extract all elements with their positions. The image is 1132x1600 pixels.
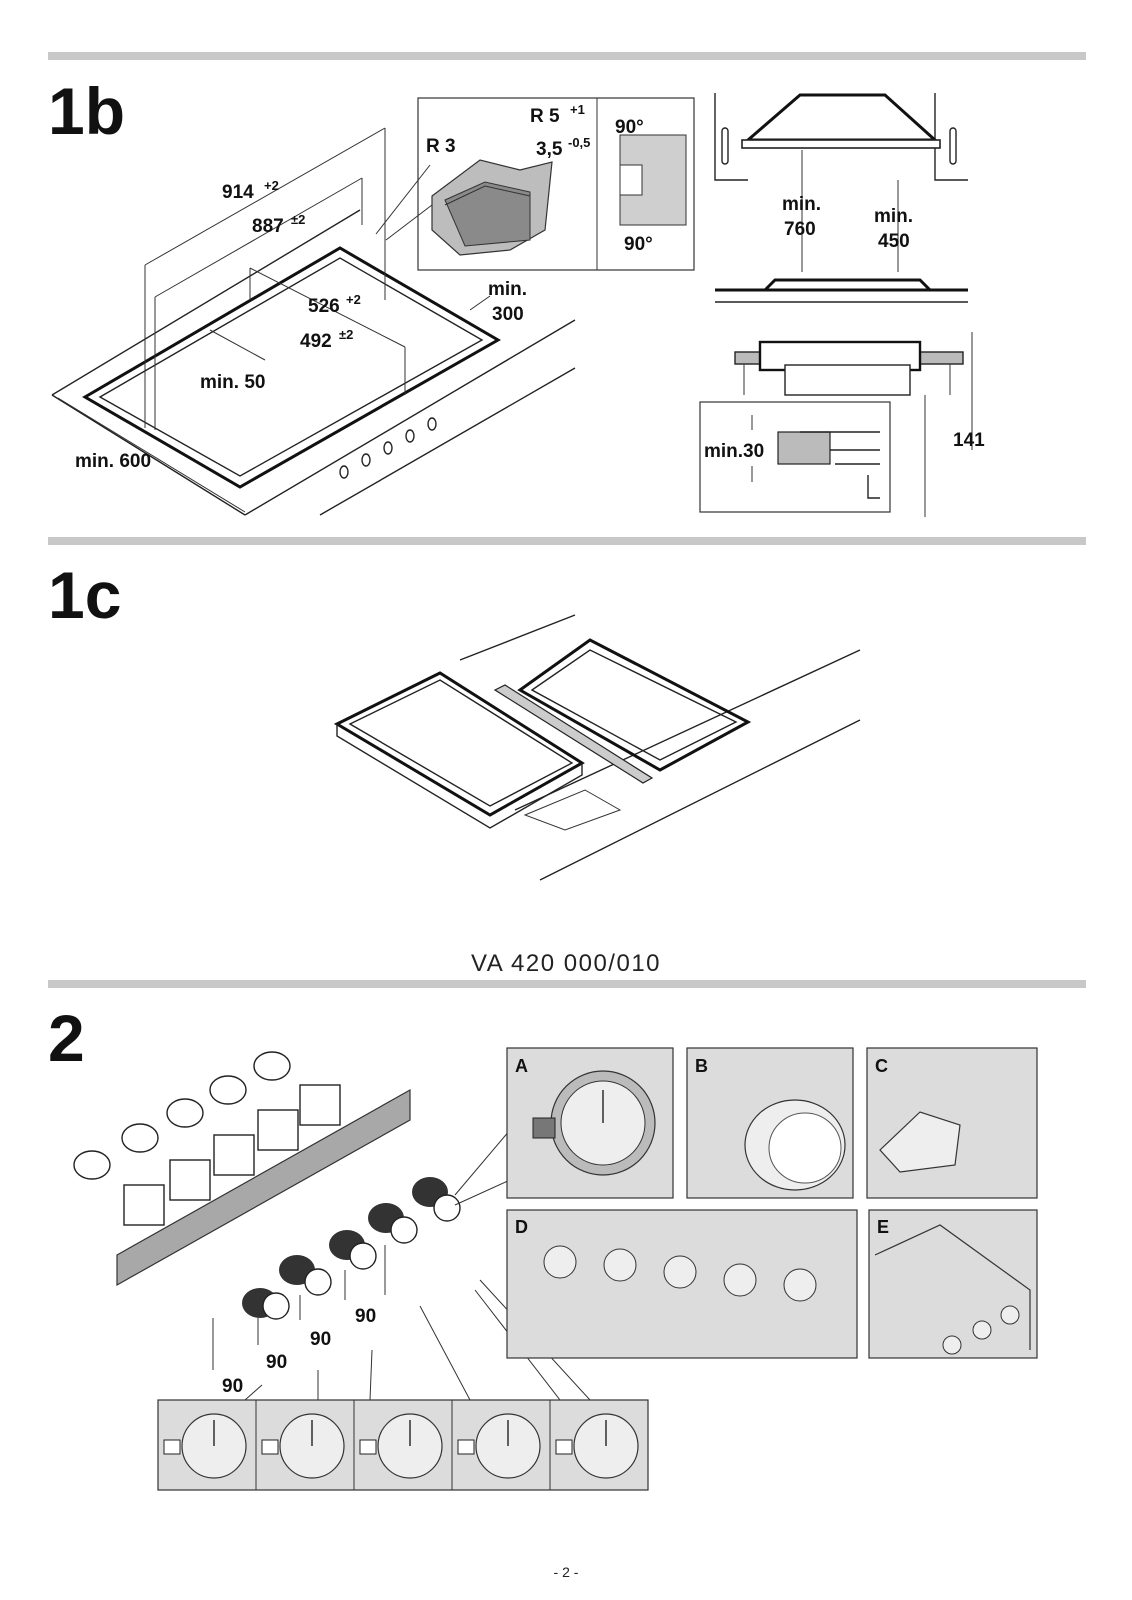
connecting-strip-drawing (333, 614, 861, 881)
panel-label-e: E (877, 1217, 889, 1237)
dim-min-300-a: min. (488, 279, 527, 300)
dim-887: 887 (252, 216, 284, 237)
section-divider-1c (48, 537, 1086, 545)
detail-panel-a (506, 1047, 674, 1199)
angle-90-4: 90 (355, 1306, 376, 1327)
dim-r5-tol: +1 (570, 102, 585, 117)
dim-914: 914 (222, 182, 254, 203)
dim-min-450-a: min. (874, 206, 913, 227)
dim-min-760-b: 760 (784, 219, 816, 240)
section-divider-1b (48, 52, 1086, 60)
angle-top: 90° (615, 117, 644, 138)
dim-min-600: min. 600 (75, 451, 151, 472)
dim-r5: R 5 (530, 106, 560, 127)
section-heading-1b: 1b (48, 74, 126, 148)
dim-min-30: min.30 (704, 441, 764, 462)
dim-526: 526 (308, 296, 340, 317)
dim-141: 141 (953, 430, 985, 451)
dim-492-tol: ±2 (339, 327, 353, 342)
dim-887-tol: ±2 (291, 212, 305, 227)
control-knob-row (339, 417, 437, 479)
dim-r3: R 3 (426, 136, 456, 157)
dial-orientation-row (157, 1399, 649, 1491)
dim-min-50: min. 50 (200, 372, 265, 393)
panel-label-d: D (515, 1217, 528, 1237)
angle-90-3: 90 (310, 1329, 331, 1350)
worktop-cross-section (699, 332, 973, 517)
section-heading-1c: 1c (48, 558, 122, 632)
page-number: - 2 - (553, 1564, 579, 1580)
dim-492: 492 (300, 331, 332, 352)
dim-min-450-b: 450 (878, 231, 910, 252)
angle-bottom: 90° (624, 234, 653, 255)
section-divider-2 (48, 980, 1086, 988)
mount-plates (123, 1084, 341, 1226)
dim-3-5-tol: -0,5 (568, 135, 590, 150)
dim-min-760-a: min. (782, 194, 821, 215)
knob-spindles (242, 1177, 461, 1320)
dim-914-tol: +2 (264, 178, 279, 193)
panel-label-b: B (695, 1056, 708, 1076)
detail-panel-b (686, 1047, 854, 1199)
section-heading-2: 2 (48, 1001, 85, 1075)
detail-panel-e (868, 1209, 1038, 1359)
angle-90-1: 90 (222, 1376, 243, 1397)
knob-rings-top-row (73, 1051, 291, 1180)
control-panel-exploded-view (73, 1051, 591, 1401)
dim-526-tol: +2 (346, 292, 361, 307)
panel-label-a: A (515, 1056, 528, 1076)
panel-label-c: C (875, 1056, 888, 1076)
hob-cutout-drawing (51, 127, 576, 516)
edge-detail-inset (375, 97, 695, 271)
detail-panel-d (506, 1209, 858, 1359)
model-number: VA 420 000/010 (470, 950, 662, 977)
angle-90-2: 90 (266, 1352, 287, 1373)
hood-clearance-drawing (714, 93, 968, 303)
detail-panel-c (866, 1047, 1038, 1199)
dim-3-5: 3,5 (536, 139, 563, 160)
dim-min-300-b: 300 (492, 304, 524, 325)
